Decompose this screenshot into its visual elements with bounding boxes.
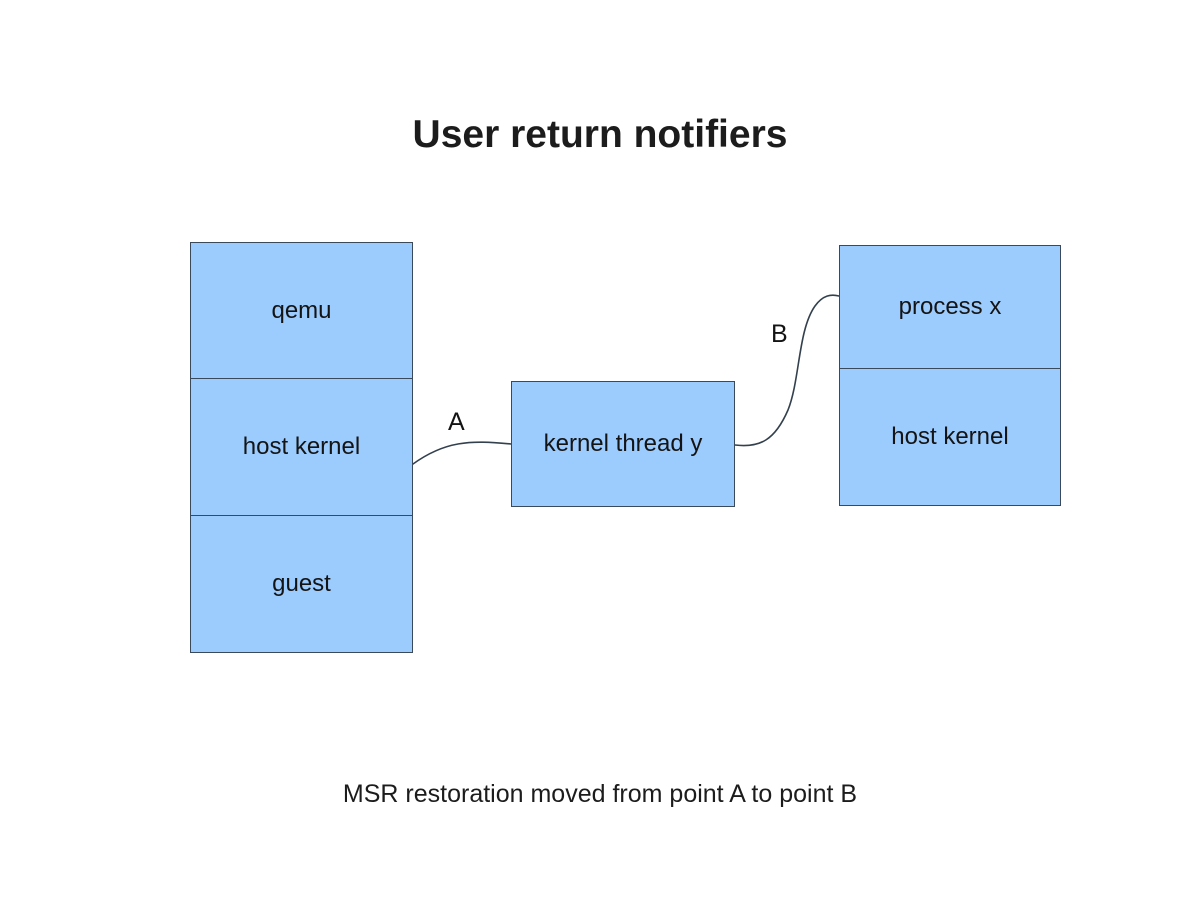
slide-caption: MSR restoration moved from point A to po… <box>342 780 858 808</box>
stack-cell-host-kernel[interactable]: host kernel <box>840 368 1060 505</box>
stack-cell-label: host kernel <box>891 423 1009 450</box>
stack-cell-label: process x <box>898 293 1002 320</box>
stack-cell-label: guest <box>272 569 331 597</box>
stack-cell-qemu[interactable]: qemu <box>191 243 412 378</box>
stack-cell-guest[interactable]: guest <box>191 515 412 651</box>
stack-cell-label: kernel thread y <box>543 430 703 457</box>
guest-vm-stack[interactable]: qemu host kernel guest <box>190 242 413 653</box>
stack-cell-kernel-thread[interactable]: kernel thread y <box>512 382 734 506</box>
process-stack[interactable]: process x host kernel <box>839 245 1061 506</box>
stack-cell-label: qemu <box>271 296 332 324</box>
kernel-thread-box[interactable]: kernel thread y <box>511 381 735 507</box>
connector-label-b: B <box>771 320 788 348</box>
page-title: User return notifiers <box>412 113 788 156</box>
connector-label-a: A <box>448 408 465 436</box>
stack-cell-process-x[interactable]: process x <box>840 246 1060 368</box>
stack-cell-label: host kernel <box>242 433 361 460</box>
connector-b-curve <box>734 294 840 447</box>
stack-cell-host-kernel[interactable]: host kernel <box>191 378 412 515</box>
